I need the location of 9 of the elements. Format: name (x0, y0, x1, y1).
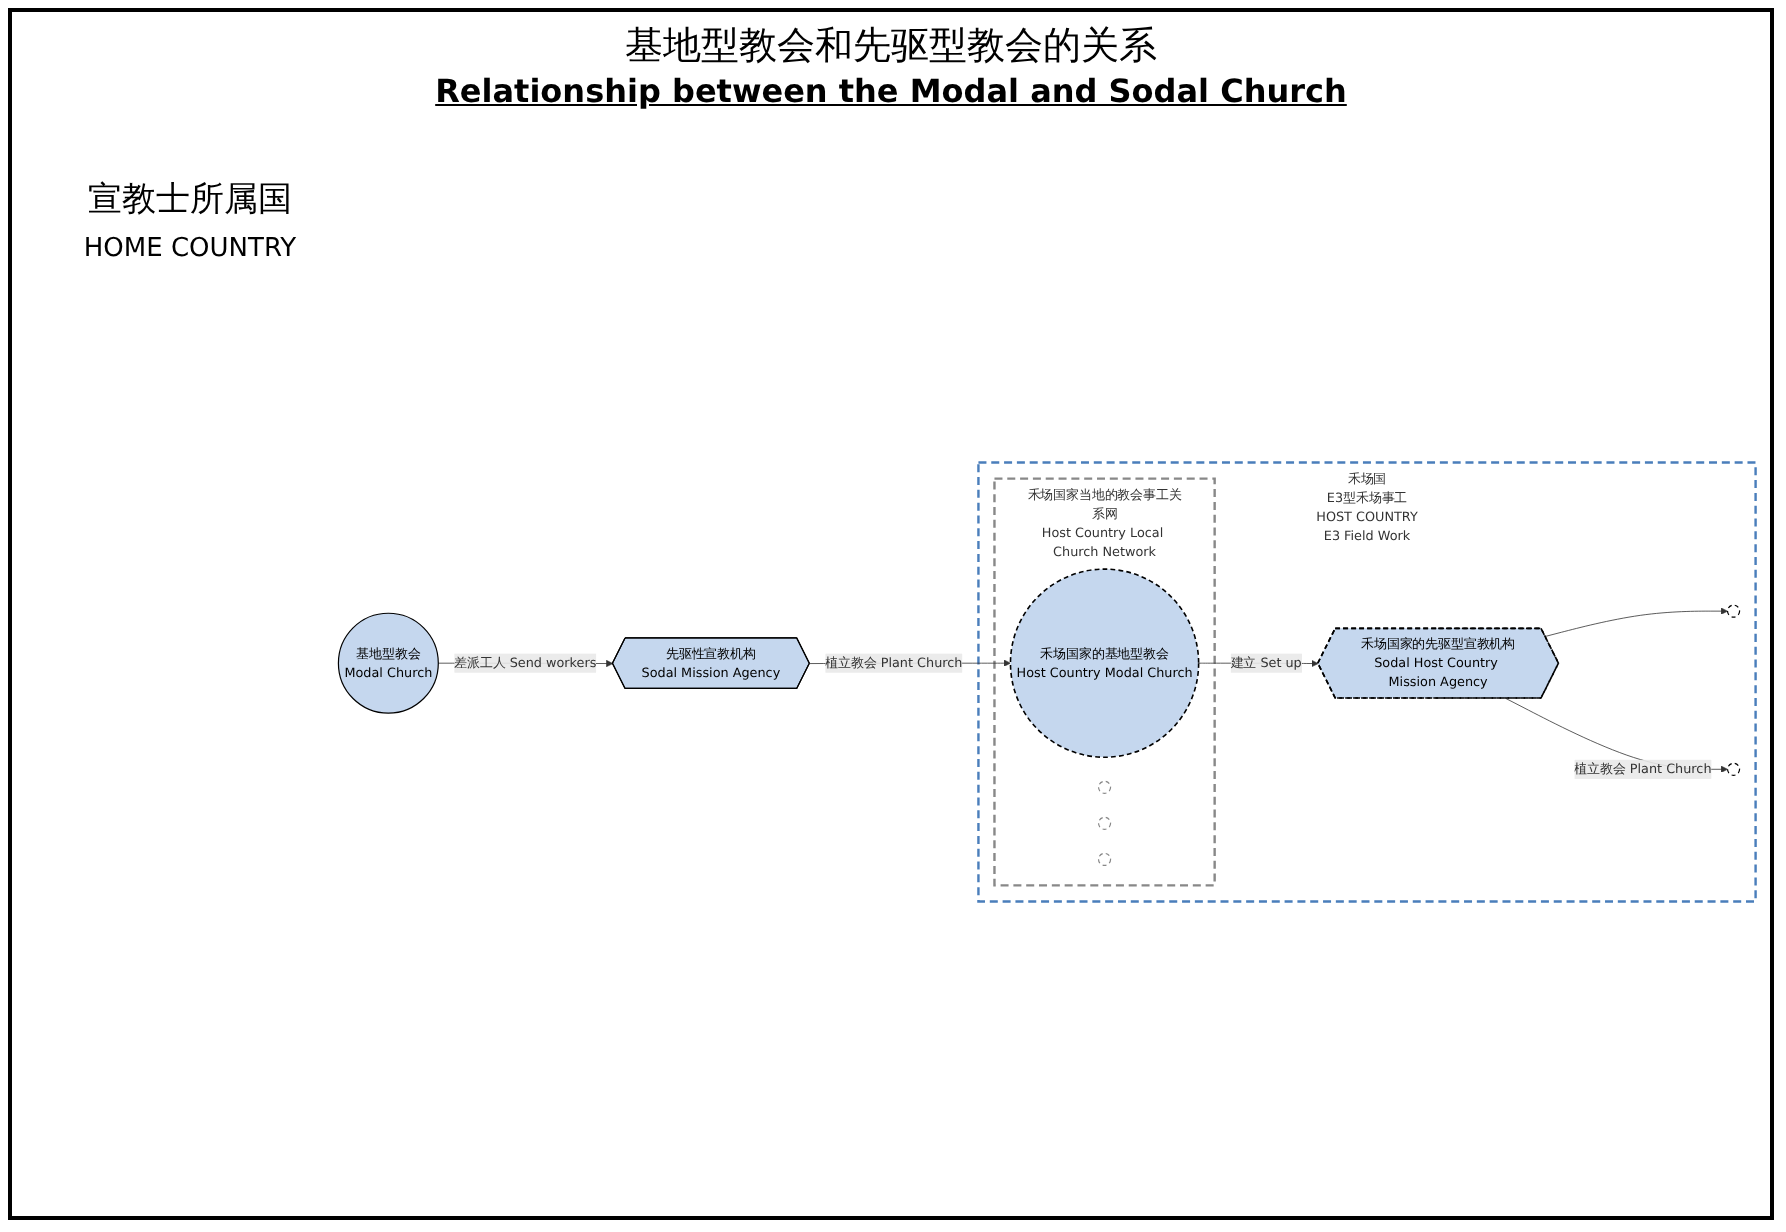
region-heading: 宣教士所属国 (88, 178, 292, 222)
subtitle: Relationship between the Modal and Sodal Church (435, 72, 1347, 110)
node-circle (1097, 816, 1112, 830)
node-circle (1726, 762, 1741, 776)
diagram-title: 基地型教会和先驱型教会的关系 (625, 22, 1157, 72)
node-circle (1726, 604, 1741, 618)
node-circle (1097, 852, 1112, 866)
region-label: HOME COUNTRY (83, 234, 297, 264)
node-circle (1097, 780, 1112, 794)
